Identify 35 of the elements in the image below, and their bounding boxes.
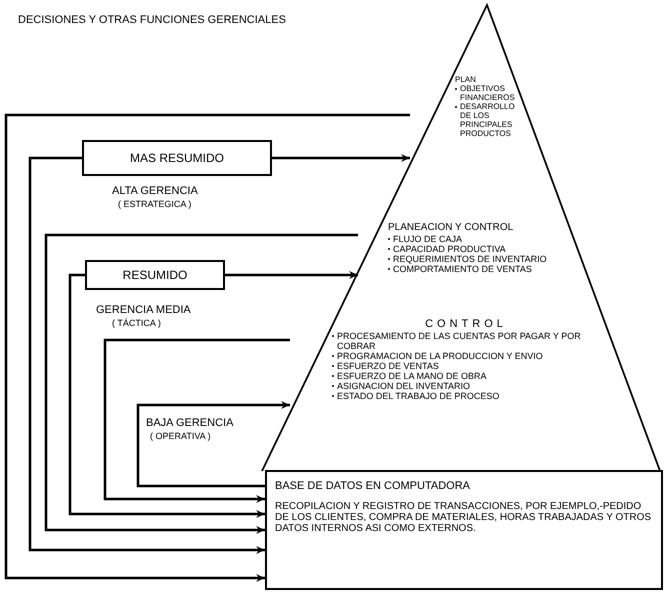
- connector-arrow: [4, 114, 410, 582]
- section-item: PROCESAMIENTO DE LAS CUENTAS POR PAGAR Y POR COBRAR: [337, 331, 582, 351]
- management-level-label: GERENCIA MEDIA: [96, 304, 191, 316]
- connector-arrow: [44, 234, 358, 534]
- section-item: FLUJO DE CAJA: [393, 234, 462, 244]
- database-box: [265, 470, 663, 590]
- section-item: CAPACIDAD PRODUCTIVA: [393, 244, 506, 254]
- connector-arrow: [136, 401, 290, 488]
- database-description: RECOPILACION Y REGISTRO DE TRANSACCIONES, POR EJEMPLO,-PEDIDO DE LOS CLIENTES, COMPRA DE MATERIALES, HORAS TRABAJADAS Y OTROS DATOS INTERNOS ASI COMO EXTERNOS.: [275, 501, 652, 534]
- management-level-label: ALTA GERENCIA: [112, 185, 198, 197]
- management-level-label: ( ESTRATEGICA ): [118, 198, 192, 210]
- section-heading: PLAN: [455, 75, 477, 84]
- summary-box: MAS RESUMIDO: [82, 140, 272, 176]
- management-level-label: ( TÁCTICA ): [112, 317, 161, 329]
- section-heading: CONTROL: [425, 318, 507, 331]
- section-item: COMPORTAMIENTO DE VENTAS: [393, 264, 532, 274]
- connector-arrow: [68, 274, 265, 518]
- management-level-label: BAJA GERENCIA: [146, 417, 234, 429]
- connector-arrow: [28, 156, 265, 554]
- connector-arrow: [272, 154, 410, 162]
- diagram-title: DECISIONES Y OTRAS FUNCIONES GERENCIALES: [18, 13, 286, 28]
- section-item: ESTADO DEL TRABAJO DE PROCESO: [337, 391, 500, 401]
- management-level-label: ( OPERATIVA ): [150, 430, 211, 442]
- section-item: ESFUERZO DE VENTAS: [337, 361, 439, 371]
- summary-box: RESUMIDO: [85, 260, 225, 290]
- connector-arrow: [104, 338, 290, 503]
- section-item: OBJETIVOS FINANCIEROS: [460, 84, 516, 102]
- section-heading: PLANEACION Y CONTROL: [388, 222, 514, 234]
- section-item: ASIGNACION DEL INVENTARIO: [337, 381, 470, 391]
- database-heading: BASE DE DATOS EN COMPUTADORA: [275, 480, 471, 493]
- connector-arrow: [225, 271, 358, 279]
- section-item: REQUERIMIENTOS DE INVENTARIO: [393, 254, 547, 264]
- section-item: PROGRAMACION DE LA PRODUCCION Y ENVIO: [337, 351, 543, 361]
- section-item: ESFUERZO DE LA MANO DE OBRA: [337, 371, 487, 381]
- section-item: DESARROLLO DE LOS PRINCIPALES PRODUCTOS: [460, 102, 516, 138]
